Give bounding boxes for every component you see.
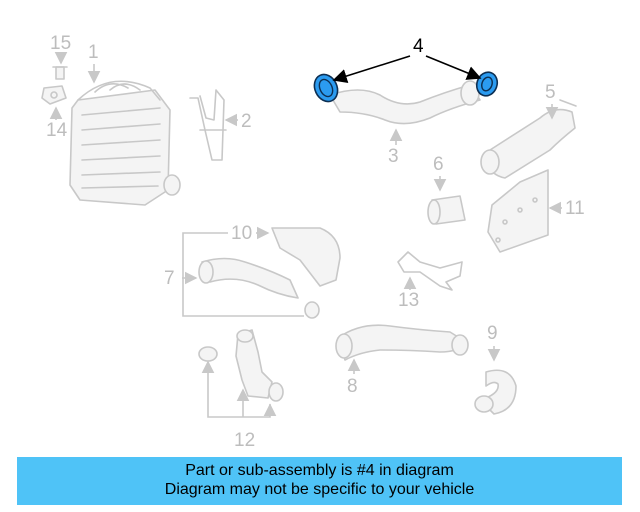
part-9-elbow-hose: [474, 369, 517, 415]
callout-6: 6: [433, 154, 444, 175]
callout-11: 11: [565, 198, 585, 219]
callout-2: 2: [241, 111, 252, 132]
part-14-bracket-nut: [41, 85, 67, 105]
callout-7: 7: [164, 268, 175, 289]
callout-3: 3: [388, 146, 399, 167]
callout-12: 12: [234, 430, 255, 451]
callout-10: 10: [231, 223, 252, 244]
parts-diagram: 1 15 14 2 3 4 5: [41, 33, 585, 451]
callout-4: 4: [413, 36, 424, 57]
callout-13: 13: [398, 290, 419, 311]
part-12-duct-assembly: [198, 329, 284, 402]
part-2-bracket: [189, 89, 227, 161]
info-banner: Part or sub-assembly is #4 in diagram Di…: [17, 457, 622, 505]
callout-15: 15: [50, 33, 71, 54]
part-8-charge-pipe: [335, 324, 469, 361]
callout-9: 9: [487, 323, 498, 344]
callout-5: 5: [545, 82, 556, 103]
part-3-charge-pipe: [329, 80, 481, 125]
part-15-bolt: [52, 66, 68, 80]
part-4-hose-clamp-right: [475, 71, 499, 97]
part-1-intercooler: [69, 80, 181, 206]
callout-1: 1: [88, 42, 99, 63]
part-4-hose-clamp-left: [313, 73, 339, 103]
banner-line-disclaimer: Diagram may not be specific to your vehi…: [164, 481, 475, 498]
part-13-bracket: [397, 251, 463, 291]
part-11-heat-shield: [487, 169, 549, 253]
part-7-intake-elbow: [198, 257, 320, 319]
callout-14: 14: [46, 120, 68, 141]
part-6-coupling: [427, 195, 466, 225]
banner-line-part-number: Part or sub-assembly is #4 in diagram: [185, 462, 454, 479]
part-5-air-duct: [480, 99, 577, 179]
part-10-cover: [271, 227, 341, 287]
callout-8: 8: [347, 376, 358, 397]
